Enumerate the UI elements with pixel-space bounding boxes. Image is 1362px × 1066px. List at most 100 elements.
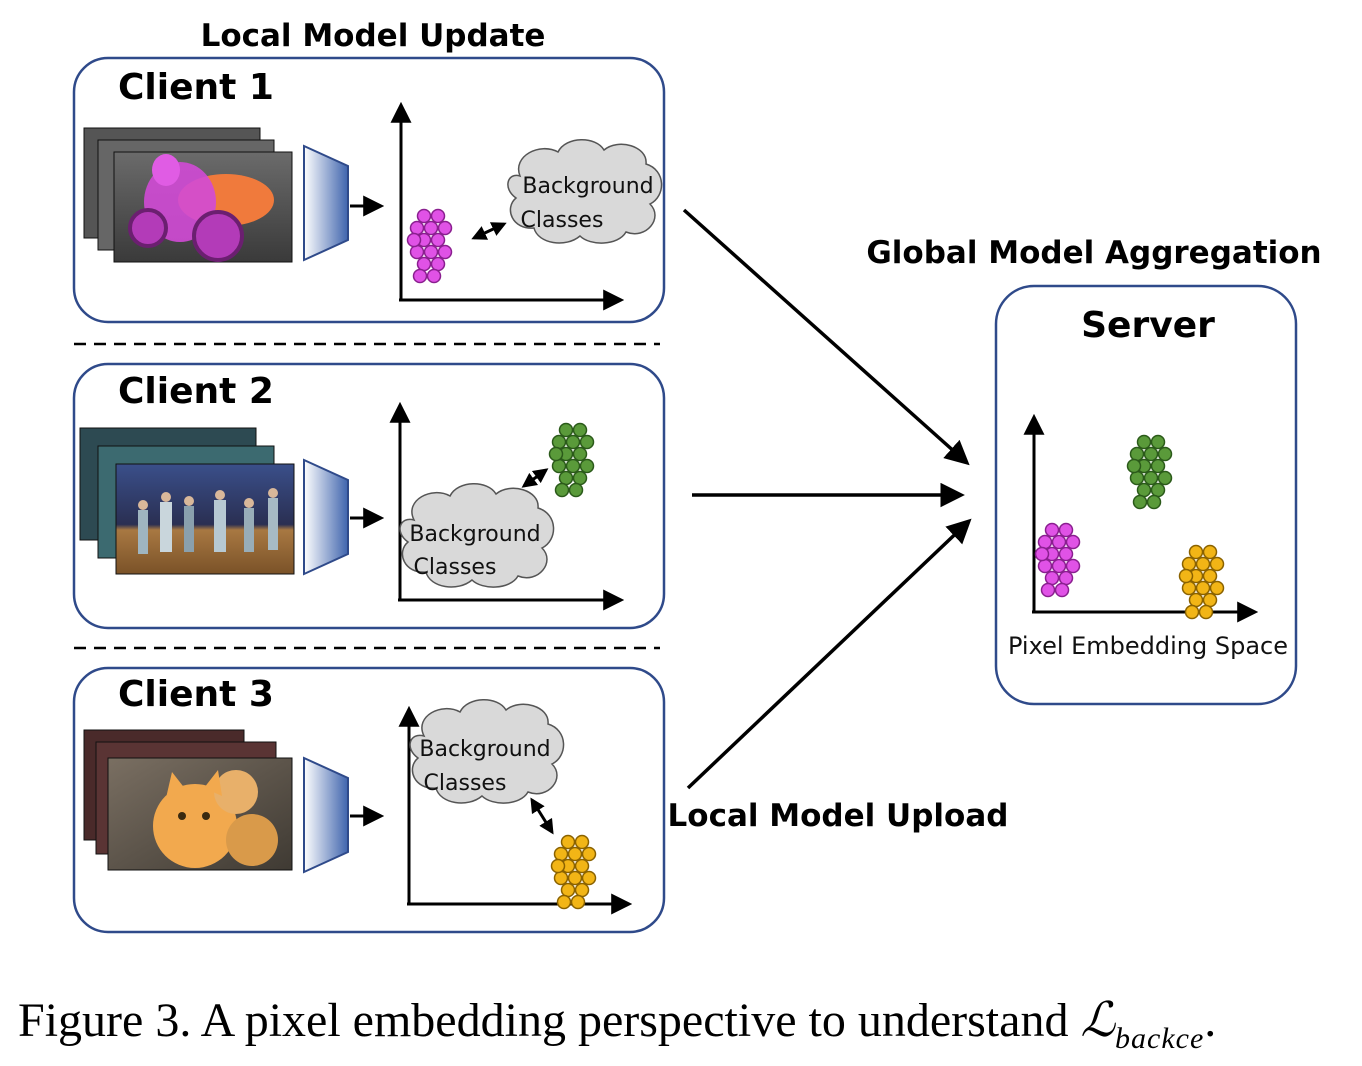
embedding-dot xyxy=(1037,534,1053,550)
embedding-dot xyxy=(1198,604,1214,620)
embedding-dot xyxy=(572,422,588,438)
client-2-title: Client 2 xyxy=(118,371,274,412)
embedding-dot xyxy=(1184,604,1200,620)
client-1-encoder xyxy=(303,144,349,262)
client-3-image-stack xyxy=(83,729,293,871)
client-3-gold-cluster xyxy=(550,834,597,910)
embedding-dot xyxy=(1044,570,1060,586)
embedding-dot xyxy=(1181,556,1197,572)
embedding-dot xyxy=(558,470,574,486)
cloud-label-line2: Classes xyxy=(521,208,604,233)
embedding-dot xyxy=(550,858,566,874)
embedding-dot xyxy=(423,220,439,236)
client-1-panel: Client 1 Background Classes xyxy=(72,56,666,324)
embedding-dot xyxy=(416,256,432,272)
embedding-dot xyxy=(1202,544,1218,560)
embedding-dot xyxy=(1132,494,1148,510)
embedding-dot xyxy=(1202,592,1218,608)
embedding-dot xyxy=(554,482,570,498)
embedding-dot xyxy=(579,458,595,474)
client-3-background-cloud: Background Classes xyxy=(409,699,565,804)
embedding-dot xyxy=(409,220,425,236)
cloud-label-line2: Classes xyxy=(424,771,507,796)
embedding-dot xyxy=(430,256,446,272)
embedding-dot xyxy=(409,244,425,260)
embedding-dot xyxy=(1209,556,1225,572)
embedding-dot xyxy=(1058,522,1074,538)
caption-text: Figure 3. A pixel embedding perspective … xyxy=(18,994,1081,1047)
embedding-dot xyxy=(430,232,446,248)
embedding-dot xyxy=(574,858,590,874)
embedding-dot xyxy=(1034,546,1050,562)
embedding-dot xyxy=(551,458,567,474)
embedding-dot xyxy=(1143,470,1159,486)
embedding-dot xyxy=(1136,434,1152,450)
embedding-dot xyxy=(1157,446,1173,462)
pixel-embedding-space-label: Pixel Embedding Space xyxy=(1008,632,1288,660)
embedding-dot xyxy=(1129,446,1145,462)
embedding-dot xyxy=(1188,544,1204,560)
embedding-dot xyxy=(556,894,572,910)
cloud-label-line1: Background xyxy=(409,522,540,547)
embedding-dot xyxy=(423,244,439,260)
embedding-dot xyxy=(1065,534,1081,550)
embedding-dot xyxy=(572,446,588,462)
client-3-title: Client 3 xyxy=(118,674,274,715)
embedding-dot xyxy=(1051,534,1067,550)
local-model-update-label: Local Model Update xyxy=(201,18,546,54)
caption-math-symbol: ℒ xyxy=(1080,992,1116,1048)
server-gold-cluster xyxy=(1178,544,1225,620)
embedding-dot xyxy=(574,882,590,898)
global-aggregation-label: Global Model Aggregation xyxy=(866,235,1321,271)
embedding-dot xyxy=(1195,556,1211,572)
client-1-title: Client 1 xyxy=(118,67,274,108)
client-3-encoder xyxy=(303,756,349,874)
embedding-dot xyxy=(565,434,581,450)
embedding-dot xyxy=(416,208,432,224)
client-1-image-stack xyxy=(83,127,293,263)
embedding-dot xyxy=(558,422,574,438)
client-2-encoder xyxy=(303,458,349,576)
embedding-dot xyxy=(430,208,446,224)
local-upload-label: Local Model Upload xyxy=(668,798,1009,834)
embedding-dot xyxy=(574,834,590,850)
figure-caption: Figure 3. A pixel embedding perspective … xyxy=(18,992,1358,1055)
embedding-dot xyxy=(553,870,569,886)
embedding-dot xyxy=(565,458,581,474)
embedding-dot xyxy=(1044,522,1060,538)
embedding-dot xyxy=(579,434,595,450)
server-title: Server xyxy=(1081,305,1215,346)
client-2-panel: Client 2 Background Classes xyxy=(72,362,666,630)
embedding-dot xyxy=(1195,580,1211,596)
cloud-label-line1: Background xyxy=(419,737,550,762)
caption-end: . xyxy=(1204,994,1217,1047)
arrow-client1-to-server xyxy=(682,208,970,466)
embedding-dot xyxy=(581,870,597,886)
cat-1 xyxy=(153,784,237,868)
embedding-dot xyxy=(581,846,597,862)
embedding-dot xyxy=(1136,482,1152,498)
embedding-dot xyxy=(548,446,564,462)
embedding-dot xyxy=(1178,568,1194,584)
client-1-background-cloud: Background Classes xyxy=(507,139,663,244)
embedding-dot xyxy=(567,846,583,862)
embedding-dot xyxy=(567,870,583,886)
embedding-dot xyxy=(570,894,586,910)
embedding-dot xyxy=(1051,558,1067,574)
embedding-dot xyxy=(1150,434,1166,450)
embedding-dot xyxy=(1037,558,1053,574)
server-magenta-cluster xyxy=(1034,522,1081,598)
embedding-dot xyxy=(1202,568,1218,584)
embedding-dot xyxy=(1181,580,1197,596)
embedding-dot xyxy=(551,434,567,450)
embedding-dot xyxy=(560,882,576,898)
server-panel: Server Pixel Embedding Space xyxy=(994,284,1298,706)
embedding-dot xyxy=(437,244,453,260)
embedding-dot xyxy=(1146,494,1162,510)
embedding-dot xyxy=(1054,582,1070,598)
embedding-dot xyxy=(572,470,588,486)
embedding-dot xyxy=(1058,570,1074,586)
embedding-dot xyxy=(1157,470,1173,486)
embedding-dot xyxy=(1065,558,1081,574)
server-green-cluster xyxy=(1126,434,1173,510)
